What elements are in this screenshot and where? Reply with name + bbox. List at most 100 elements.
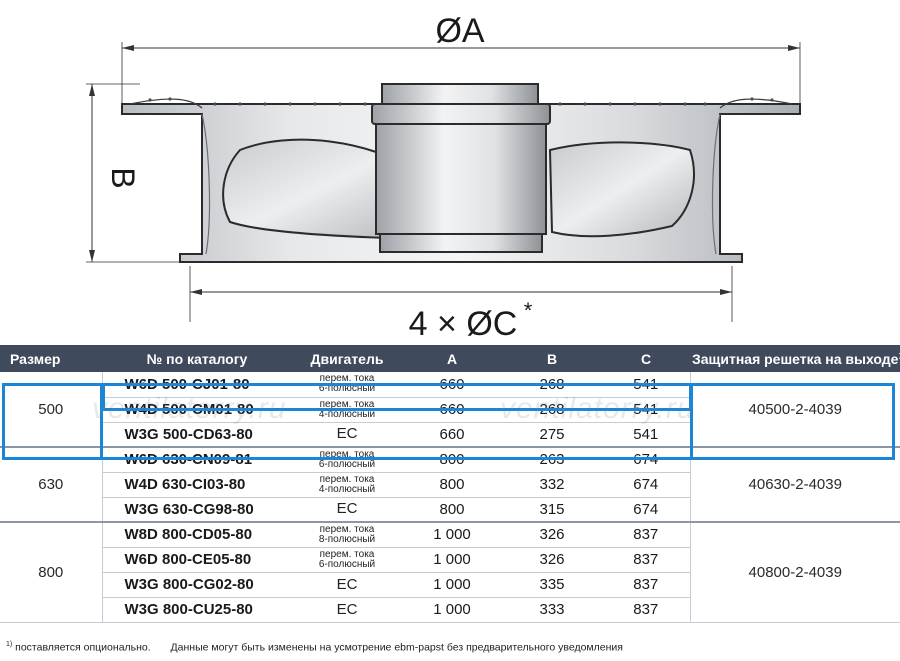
cell-size: 630 bbox=[0, 446, 102, 523]
header-c: C bbox=[602, 345, 690, 372]
cell-dim-b: 268 bbox=[502, 372, 602, 398]
cell-dim-c: 837 bbox=[602, 597, 691, 623]
dimension-c-label: 4 × ØC bbox=[409, 305, 518, 343]
cell-dim-b: 326 bbox=[502, 547, 602, 573]
cell-dim-b: 333 bbox=[502, 597, 602, 623]
cell-catalog-number: W6D 500-CJ01-80 bbox=[101, 372, 292, 398]
motor-line: перем. тока bbox=[319, 373, 375, 385]
motor-line: 4-полюсный bbox=[318, 408, 376, 420]
footnote-mark: 1) bbox=[6, 641, 13, 648]
cell-dim-c: 541 bbox=[602, 397, 691, 423]
cell-dim-b: 263 bbox=[502, 446, 602, 473]
motor-line: 4-полюсный bbox=[318, 483, 376, 495]
cell-dim-a: 1 000 bbox=[402, 572, 502, 598]
cell-dim-c: 674 bbox=[602, 497, 691, 523]
cell-guard: 40800-2-4039 bbox=[690, 521, 900, 623]
header-motor: Двигатель bbox=[292, 345, 402, 372]
fan-dimension-drawing: ØA B bbox=[86, 12, 801, 343]
motor-line: EC bbox=[336, 575, 358, 593]
motor-line: перем. тока bbox=[319, 448, 375, 460]
motor-line: EC bbox=[336, 600, 358, 618]
highlight-divider-right bbox=[690, 383, 693, 460]
cell-dim-c: 541 bbox=[602, 372, 691, 398]
cell-catalog-number: W8D 800-CD05-80 bbox=[101, 521, 292, 548]
cell-catalog-number: W4D 630-CI03-80 bbox=[101, 472, 292, 498]
cell-dim-c: 837 bbox=[602, 521, 691, 548]
cell-dim-a: 1 000 bbox=[402, 521, 502, 548]
motor-line: 6-полюсный bbox=[318, 383, 376, 395]
dimension-b: B bbox=[86, 83, 190, 263]
cell-dim-a: 660 bbox=[402, 397, 502, 423]
cell-dim-a: 660 bbox=[402, 422, 502, 448]
motor-line: EC bbox=[336, 500, 358, 518]
dimension-a-label: ØA bbox=[435, 12, 484, 50]
cell-dim-b: 335 bbox=[502, 572, 602, 598]
dimension-a: ØA bbox=[121, 12, 801, 110]
dimension-b-label: B bbox=[105, 167, 141, 188]
motor-line: перем. тока bbox=[319, 548, 375, 560]
cell-catalog-number: W3G 630-CG98-80 bbox=[101, 497, 292, 523]
motor-line: 6-полюсный bbox=[318, 458, 376, 470]
footnote: 1) поставляется опционально. Данные могу… bbox=[6, 641, 623, 654]
header-b: B bbox=[502, 345, 602, 372]
cell-dim-a: 800 bbox=[402, 472, 502, 498]
cell-dim-c: 541 bbox=[602, 422, 691, 448]
cell-guard: 40500-2-4039 bbox=[690, 372, 900, 448]
cell-dim-b: 315 bbox=[502, 497, 602, 523]
cell-dim-b: 326 bbox=[502, 521, 602, 548]
motor-line: 6-полюсный bbox=[318, 558, 376, 570]
header-guard-label: Защитная решетка на выходе bbox=[692, 350, 899, 367]
header-guard-note: 1) bbox=[898, 351, 900, 360]
cell-dim-a: 660 bbox=[402, 372, 502, 398]
cell-dim-b: 275 bbox=[502, 422, 602, 448]
cell-dim-c: 674 bbox=[602, 446, 691, 473]
cell-dim-a: 800 bbox=[402, 497, 502, 523]
dimension-c-asterisk: * bbox=[524, 298, 533, 323]
cell-guard: 40630-2-4039 bbox=[690, 446, 900, 523]
motor-line: перем. тока bbox=[319, 523, 375, 535]
cell-dim-b: 268 bbox=[502, 397, 602, 423]
cell-motor: EC bbox=[292, 497, 402, 523]
cell-catalog-number: W4D 500-CM01-80 bbox=[101, 397, 292, 423]
header-size: Размер bbox=[0, 345, 102, 372]
cell-size: 800 bbox=[0, 521, 102, 623]
cell-catalog-number: W3G 500-CD63-80 bbox=[101, 422, 292, 448]
cell-size: 500 bbox=[0, 372, 102, 448]
cell-dim-a: 1 000 bbox=[402, 547, 502, 573]
cell-dim-c: 674 bbox=[602, 472, 691, 498]
cell-dim-c: 837 bbox=[602, 547, 691, 573]
table-header-row: Размер № по каталогу Двигатель A B C Защ… bbox=[0, 345, 900, 372]
fan-blades bbox=[222, 138, 695, 240]
cell-dim-b: 332 bbox=[502, 472, 602, 498]
cell-catalog-number: W6D 630-CN09-81 bbox=[101, 446, 292, 473]
header-a: A bbox=[402, 345, 502, 372]
footnote-disclaimer: Данные могут быть изменены на усмотрение… bbox=[170, 641, 623, 654]
cell-motor: EC bbox=[292, 572, 402, 598]
header-guard: Защитная решетка на выходе1) bbox=[690, 345, 900, 372]
motor-line: 8-полюсный bbox=[318, 533, 376, 545]
cell-motor: EC bbox=[292, 597, 402, 623]
highlight-divider-left bbox=[100, 383, 103, 460]
cell-catalog-number: W3G 800-CU25-80 bbox=[101, 597, 292, 623]
cell-dim-c: 837 bbox=[602, 572, 691, 598]
fan-spec-table: Размер № по каталогу Двигатель A B C Защ… bbox=[0, 345, 900, 623]
header-catalog: № по каталогу bbox=[102, 345, 292, 372]
cell-dim-a: 1 000 bbox=[402, 597, 502, 623]
fan-motor bbox=[371, 83, 551, 253]
motor-line: EC bbox=[336, 425, 358, 443]
cell-motor: EC bbox=[292, 422, 402, 448]
motor-line: перем. тока bbox=[319, 398, 375, 410]
